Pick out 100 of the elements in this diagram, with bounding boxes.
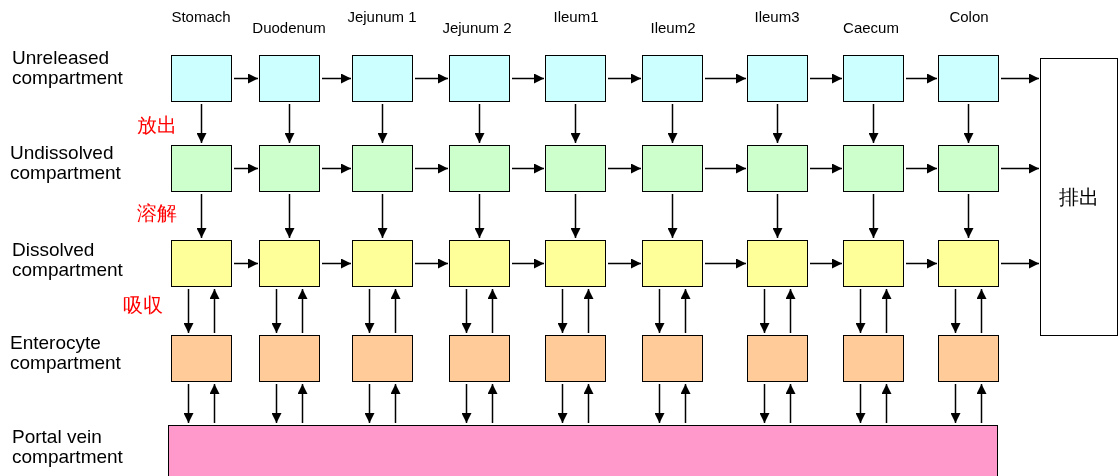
arrow (1000, 258, 1040, 269)
process-label: 放出 (137, 113, 177, 138)
arrow (704, 258, 747, 269)
arrow (950, 288, 961, 334)
process-box (1040, 58, 1118, 336)
arrow (321, 258, 352, 269)
arrow (759, 288, 770, 334)
arrow (881, 288, 892, 334)
column-header: Jejunum 1 (347, 8, 417, 25)
compartment-box (259, 145, 320, 192)
compartment-box (938, 145, 999, 192)
arrow (284, 193, 295, 239)
compartment-box (352, 145, 413, 192)
compartment-box (171, 55, 232, 102)
arrow (377, 103, 388, 144)
arrow (233, 73, 259, 84)
arrow (474, 103, 485, 144)
arrow (868, 103, 879, 144)
arrow (855, 288, 866, 334)
arrow (390, 383, 401, 424)
arrow (881, 383, 892, 424)
compartment-box (938, 240, 999, 287)
compartment-box (843, 335, 904, 382)
compartment-box (642, 335, 703, 382)
compartment-box (352, 240, 413, 287)
column-header: Stomach (171, 8, 231, 25)
arrow (297, 383, 308, 424)
compartment-box (449, 145, 510, 192)
column-header: Ileum3 (754, 8, 800, 25)
compartment-box (843, 145, 904, 192)
compartment-box (545, 55, 606, 102)
arrow (233, 258, 259, 269)
arrow (364, 383, 375, 424)
compartment-box (259, 240, 320, 287)
compartment-box (642, 240, 703, 287)
arrow (297, 288, 308, 334)
arrow (196, 103, 207, 144)
node-label: 排出 (1059, 184, 1099, 210)
arrow (654, 288, 665, 334)
arrow (667, 193, 678, 239)
row-label: Unreleased compartment (12, 48, 124, 88)
compartment-box (642, 145, 703, 192)
arrow (855, 383, 866, 424)
compartment-box (352, 55, 413, 102)
compartment-box (171, 335, 232, 382)
arrow (785, 288, 796, 334)
column-header: Ileum1 (553, 8, 599, 25)
arrow (461, 288, 472, 334)
arrow (607, 73, 642, 84)
compartment-box (843, 55, 904, 102)
column-header: Caecum (843, 19, 899, 36)
arrow (196, 193, 207, 239)
compartment-box (545, 145, 606, 192)
arrow (772, 193, 783, 239)
arrow (461, 383, 472, 424)
arrow (809, 73, 843, 84)
arrow (905, 73, 938, 84)
compartment-box (843, 240, 904, 287)
arrow (557, 288, 568, 334)
compartment-box (171, 145, 232, 192)
column-header: Duodenum (252, 19, 326, 36)
arrow (271, 383, 282, 424)
compartment-box (545, 240, 606, 287)
row-label: Undissolved compartment (10, 143, 122, 183)
arrow (183, 383, 194, 424)
compartment-box (168, 425, 998, 476)
compartment-box (259, 335, 320, 382)
arrow (511, 163, 545, 174)
arrow (321, 73, 352, 84)
arrow (487, 288, 498, 334)
arrow (1000, 73, 1040, 84)
arrow (680, 383, 691, 424)
arrow (474, 193, 485, 239)
arrow (905, 163, 938, 174)
compartment-box (449, 55, 510, 102)
arrow (414, 73, 449, 84)
arrow (321, 163, 352, 174)
arrow (704, 163, 747, 174)
arrow (950, 383, 961, 424)
arrow (271, 288, 282, 334)
arrow (377, 193, 388, 239)
arrow (284, 103, 295, 144)
process-label: 溶解 (137, 201, 177, 226)
compartment-box (747, 335, 808, 382)
compartment-box (449, 240, 510, 287)
arrow (654, 383, 665, 424)
compartment-box (747, 145, 808, 192)
column-header: Ileum2 (650, 19, 696, 36)
arrow (809, 258, 843, 269)
compartment-box (747, 55, 808, 102)
compartment-box (747, 240, 808, 287)
arrow (557, 383, 568, 424)
row-label: Portal vein compartment (12, 427, 124, 467)
compartment-box (642, 55, 703, 102)
process-label: 吸収 (123, 293, 163, 318)
compartment-box (259, 55, 320, 102)
arrow (963, 103, 974, 144)
arrow (209, 288, 220, 334)
arrow (570, 193, 581, 239)
arrow (390, 288, 401, 334)
